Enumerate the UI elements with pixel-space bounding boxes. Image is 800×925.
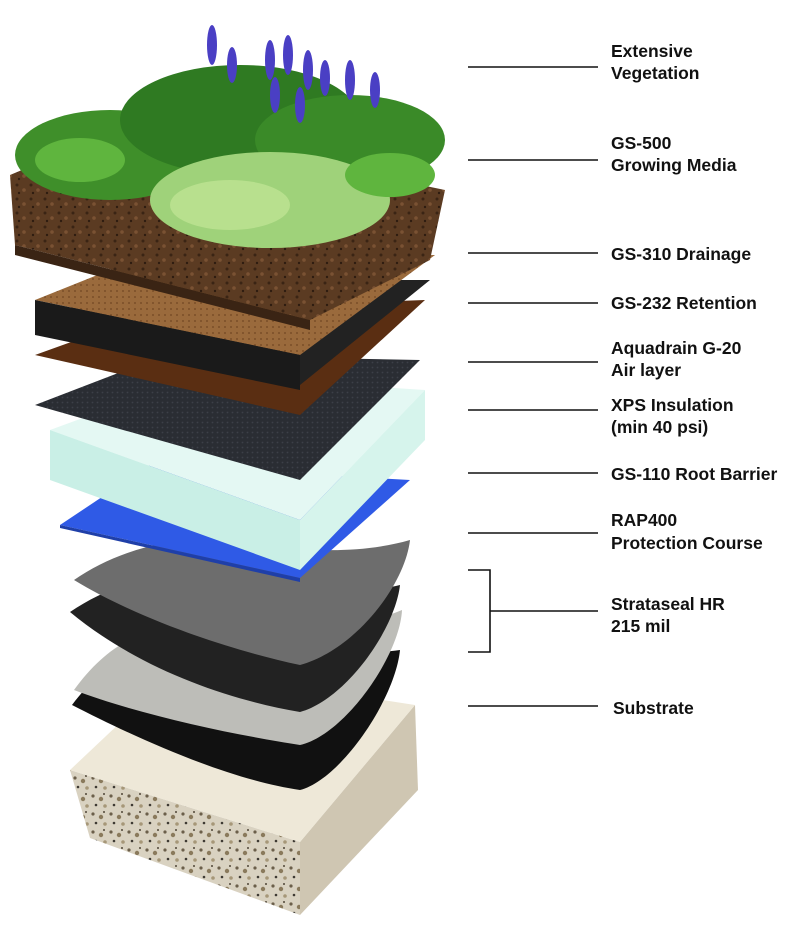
label-membrane: Strataseal HR 215 mil (611, 594, 730, 636)
label-growing-media: GS-500 Growing Media (611, 133, 737, 175)
label-retention: GS-232 Retention (611, 293, 757, 313)
label-protection: RAP400 Protection Course (611, 510, 763, 553)
label-vegetation-line2: Vegetation (611, 63, 700, 83)
label-growing-media-line1: GS-500 (611, 133, 672, 153)
label-air-layer: Aquadrain G-20 Air layer (611, 338, 746, 380)
label-protection-line2: Protection Course (611, 533, 763, 553)
label-vegetation-line1: Extensive (611, 41, 693, 61)
layer-labels: Extensive Vegetation GS-500 Growing Medi… (611, 41, 777, 718)
strataseal-membrane-layer (70, 539, 410, 790)
label-root-barrier: GS-110 Root Barrier (611, 464, 777, 484)
flower-spikes (207, 25, 380, 123)
label-air-layer-line2: Air layer (611, 360, 681, 380)
vegetation-layer (15, 25, 445, 248)
leader-lines (468, 66, 598, 707)
label-insulation-line2: (min 40 psi) (611, 417, 708, 437)
leader-membrane-bracket (468, 569, 598, 653)
label-insulation: XPS Insulation (min 40 psi) (611, 395, 738, 437)
label-membrane-line2: 215 mil (611, 616, 670, 636)
label-membrane-line1: Strataseal HR (611, 594, 725, 614)
label-vegetation: Extensive Vegetation (611, 41, 700, 83)
label-protection-line1: RAP400 (611, 510, 677, 530)
label-growing-media-line2: Growing Media (611, 155, 737, 175)
label-drainage: GS-310 Drainage (611, 244, 751, 264)
label-substrate: Substrate (613, 698, 694, 718)
label-air-layer-line1: Aquadrain G-20 (611, 338, 742, 358)
label-insulation-line1: XPS Insulation (611, 395, 734, 415)
